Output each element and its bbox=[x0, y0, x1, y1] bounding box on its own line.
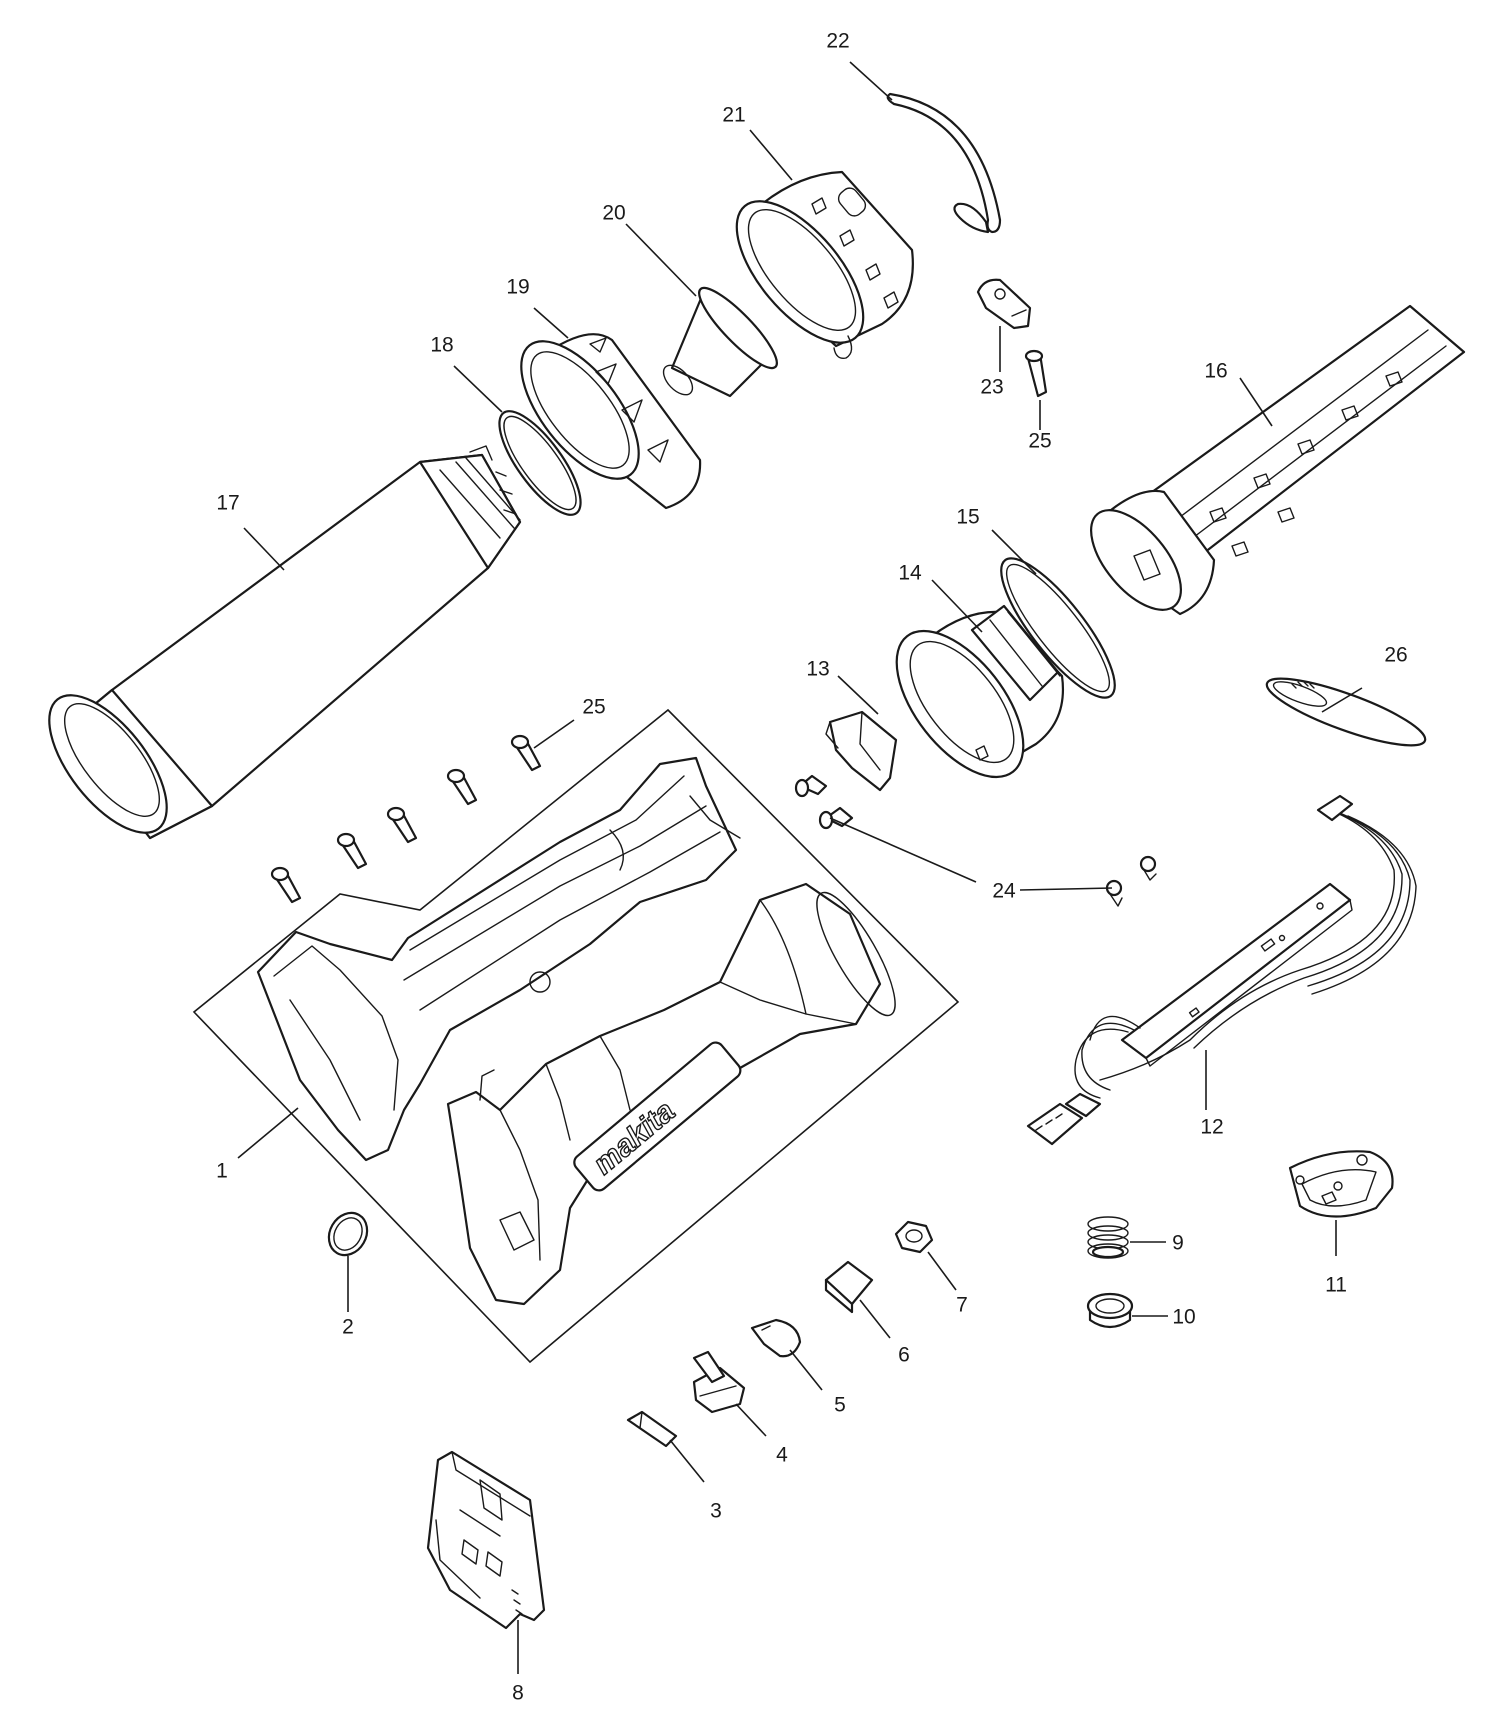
callout-25-upper: 25 bbox=[1028, 430, 1051, 453]
part-5-lever bbox=[750, 1318, 802, 1358]
part-10-cap bbox=[1086, 1292, 1134, 1329]
callout-7: 7 bbox=[956, 1294, 968, 1317]
part-4-switch-trigger bbox=[692, 1350, 746, 1414]
part-21-front-cap bbox=[735, 170, 914, 359]
callout-12: 12 bbox=[1200, 1116, 1223, 1139]
callout-11: 11 bbox=[1325, 1274, 1347, 1297]
part-22-wire-clip bbox=[886, 92, 1002, 234]
part-18-o-ring bbox=[498, 410, 582, 516]
callout-6: 6 bbox=[898, 1344, 910, 1367]
part-12-circuit-board bbox=[1026, 794, 1417, 1146]
callout-18: 18 bbox=[430, 334, 453, 357]
part-26-lens bbox=[1265, 677, 1427, 747]
part-15-o-ring bbox=[1000, 557, 1116, 699]
callout-21: 21 bbox=[722, 104, 745, 127]
callout-23: 23 bbox=[980, 376, 1003, 399]
part-6-block bbox=[824, 1260, 874, 1314]
housing-set-frame bbox=[192, 708, 960, 1364]
part-25-screw-upper bbox=[1024, 349, 1048, 398]
callout-5: 5 bbox=[834, 1394, 846, 1417]
part-11-foot-cover bbox=[1288, 1150, 1394, 1218]
callout-22: 22 bbox=[826, 30, 849, 53]
part-16-plunger-rod bbox=[1090, 304, 1466, 616]
part-24-screw-right-a bbox=[1105, 879, 1123, 907]
part-19-knurled-nut bbox=[520, 333, 702, 510]
leader-lines bbox=[237, 61, 1363, 1674]
callout-16: 16 bbox=[1204, 360, 1227, 383]
part-7-hex-nut bbox=[894, 1220, 934, 1254]
part-24-screw-left-b bbox=[818, 806, 854, 830]
part-24-screw-left-a bbox=[794, 774, 828, 798]
callout-14: 14 bbox=[898, 562, 922, 585]
callout-26: 26 bbox=[1384, 644, 1407, 667]
callout-25-lower: 25 bbox=[582, 696, 605, 719]
callout-3: 3 bbox=[710, 1500, 722, 1523]
callout-8: 8 bbox=[512, 1682, 524, 1705]
part-13-switch-bracket bbox=[825, 710, 898, 792]
part-9-spring bbox=[1087, 1216, 1129, 1259]
part-20-nozzle-cone bbox=[662, 286, 778, 398]
part-1-housing-left-half bbox=[256, 756, 741, 1162]
callout-9: 9 bbox=[1172, 1232, 1184, 1255]
part-23-bracket-clip bbox=[976, 278, 1032, 330]
part-2-ring bbox=[327, 1211, 369, 1257]
callout-10: 10 bbox=[1172, 1306, 1195, 1329]
callout-labels: 1 2 3 4 5 6 7 8 9 10 11 12 13 14 15 16 1… bbox=[216, 30, 1408, 1705]
callout-20: 20 bbox=[602, 202, 625, 225]
part-8-terminal-block bbox=[426, 1450, 546, 1630]
callout-1: 1 bbox=[216, 1160, 228, 1183]
callout-13: 13 bbox=[806, 658, 829, 681]
callout-24: 24 bbox=[992, 880, 1016, 903]
part-17-cylinder-tube bbox=[48, 445, 522, 840]
callout-17: 17 bbox=[216, 492, 239, 515]
part-3-pin bbox=[626, 1410, 678, 1448]
part-25-screw-row bbox=[270, 734, 542, 904]
callout-2: 2 bbox=[342, 1316, 354, 1339]
part-24-screw-right-b bbox=[1139, 855, 1157, 881]
callout-15: 15 bbox=[956, 506, 979, 529]
callout-19: 19 bbox=[506, 276, 529, 299]
part-14-gear-housing bbox=[895, 604, 1064, 779]
callout-4: 4 bbox=[776, 1444, 788, 1467]
